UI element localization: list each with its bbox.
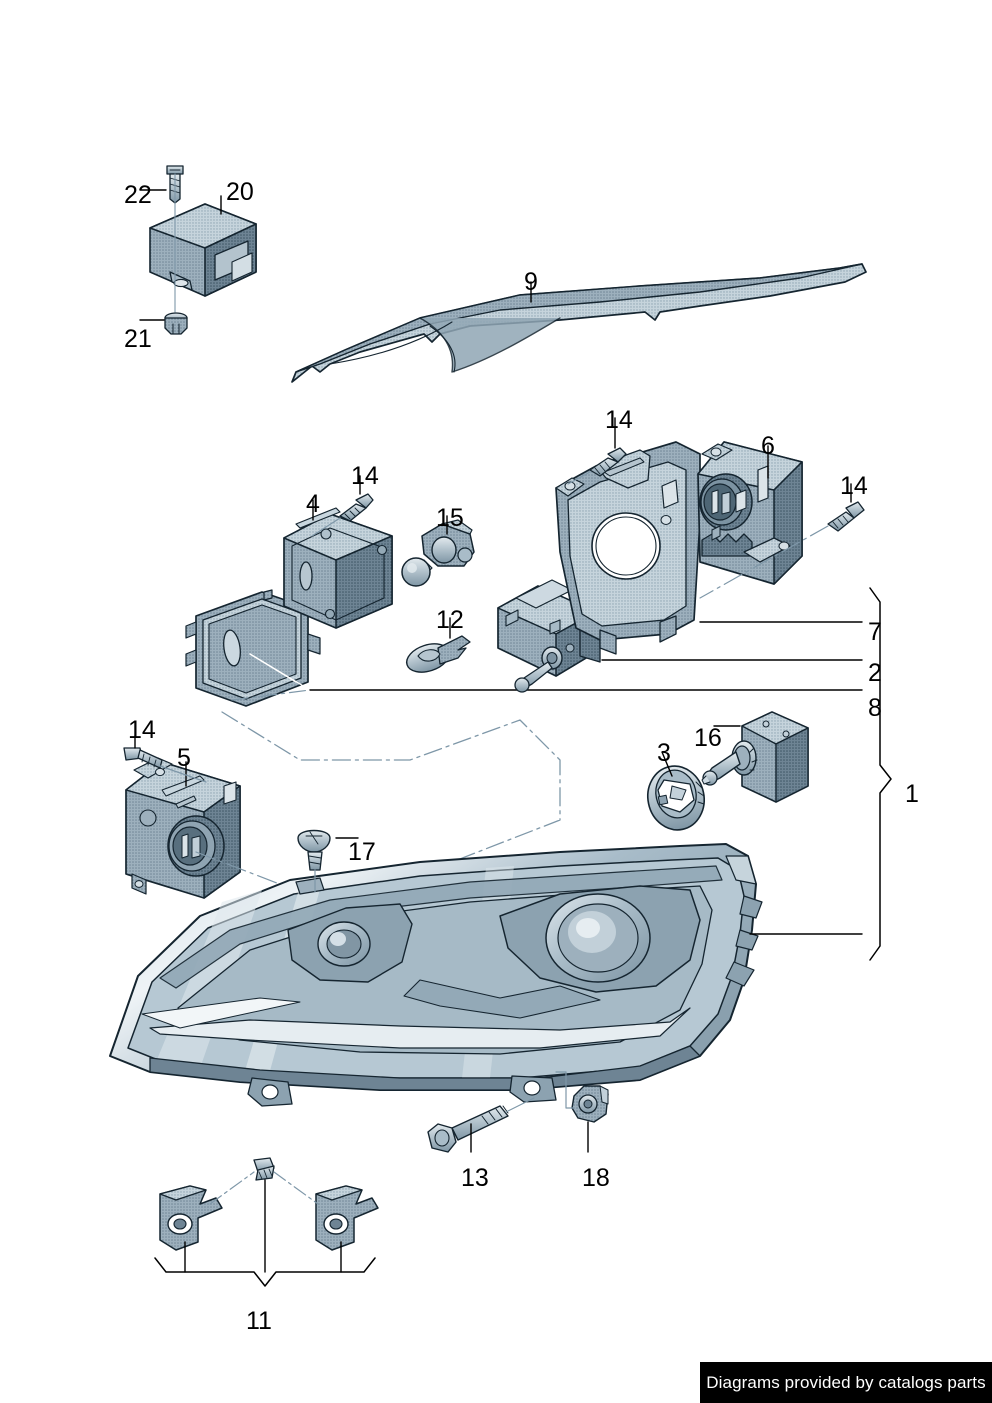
part-bracket-7 <box>555 417 701 655</box>
bracket-left <box>159 1185 223 1251</box>
callout-3: 3 <box>657 739 671 767</box>
part-cover-cap-8 <box>185 589 321 707</box>
callout-21: 21 <box>124 325 152 353</box>
callout-14-a: 14 <box>605 406 633 434</box>
bracket-right <box>315 1185 379 1251</box>
callout-4: 4 <box>306 490 320 518</box>
part-headlamp-assembly-1 <box>109 843 763 1107</box>
screw-14-a <box>589 447 627 477</box>
callout-20: 20 <box>226 178 254 206</box>
part-led-module-5 <box>123 735 291 899</box>
part-xenon-bulb-16 <box>701 711 809 803</box>
part-clip-nut-18 <box>555 1071 609 1153</box>
brace-part-1 <box>869 587 892 961</box>
callout-14-c: 14 <box>351 462 379 490</box>
callout-15: 15 <box>436 504 464 532</box>
callout-12: 12 <box>436 606 464 634</box>
callout-6: 6 <box>761 432 775 460</box>
screw-14-b <box>827 501 865 532</box>
callout-16: 16 <box>694 724 722 752</box>
callout-7: 7 <box>868 618 882 646</box>
callout-11: 11 <box>246 1307 272 1335</box>
part-bracket-kit-11 <box>154 1157 379 1287</box>
callout-8: 8 <box>868 694 882 722</box>
part-retaining-ring-3 <box>647 751 705 831</box>
callout-9: 9 <box>524 268 538 296</box>
part-wedge-bulb-12 <box>405 617 471 673</box>
part-ball-pin-15 <box>401 515 475 587</box>
bracket-kit-screw <box>253 1157 275 1181</box>
callout-14-b: 14 <box>840 472 868 500</box>
screw-14-c <box>339 493 374 522</box>
part-led-module-6 <box>697 441 865 599</box>
callout-13: 13 <box>461 1164 489 1192</box>
part-flange-bolt-13 <box>427 1097 535 1153</box>
part-pan-screw-17 <box>297 829 359 893</box>
grommet-21 <box>164 312 188 335</box>
callout-18: 18 <box>582 1164 610 1192</box>
callout-1: 1 <box>905 780 919 808</box>
callout-17: 17 <box>348 838 376 866</box>
part-control-unit-20 <box>139 165 257 335</box>
callout-22: 22 <box>124 181 152 209</box>
part-ballast-4 <box>283 475 393 629</box>
callout-2: 2 <box>868 659 882 687</box>
screw-14-d <box>123 747 163 769</box>
part-trim-strip-9 <box>291 263 867 383</box>
footer-watermark: Diagrams provided by catalogs parts <box>700 1362 992 1403</box>
callout-5: 5 <box>177 744 191 772</box>
callout-14-d: 14 <box>128 716 156 744</box>
